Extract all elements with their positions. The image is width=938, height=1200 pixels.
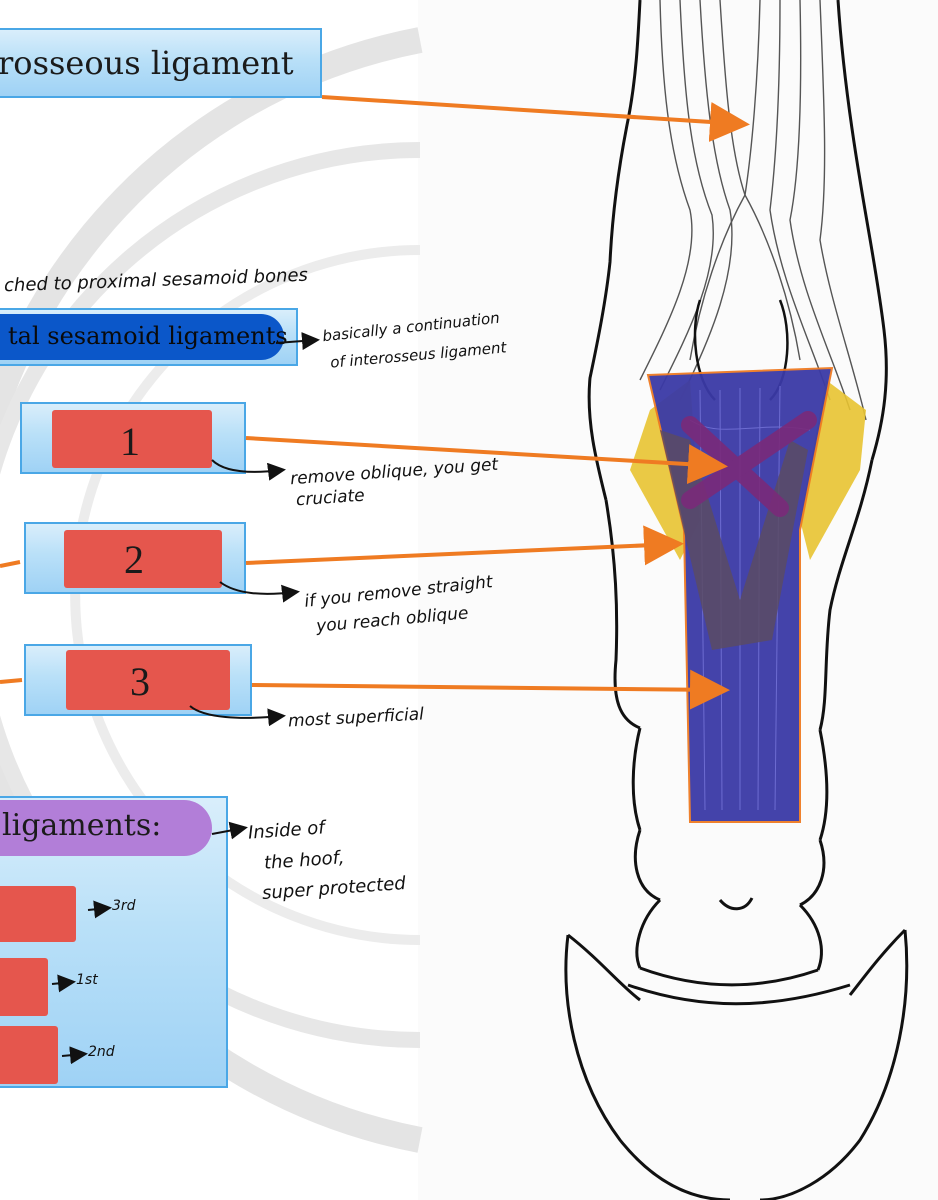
distal-sesamoid-label: tal sesamoid ligaments [8, 322, 288, 350]
interosseous-ligament-box: rosseous ligament [0, 28, 322, 98]
hand-arrow-order-2 [51, 974, 76, 993]
arrow-box-1 [245, 436, 728, 485]
arrow-box-3 [251, 669, 730, 710]
answer-cover-2 [64, 530, 222, 588]
box-number-3: 3 [130, 659, 150, 704]
bone-outline [587, 0, 888, 1006]
hoof-outline [564, 928, 909, 1200]
suspensory-ligament-fibers [639, 0, 867, 421]
answer-cover-1 [52, 410, 212, 468]
answer-cover-c [0, 1026, 58, 1084]
hand-arrow-continuation [275, 332, 320, 351]
impar-ligaments-box: ligaments: [0, 796, 228, 1088]
interosseous-label: rosseous ligament [0, 44, 294, 82]
hand-arrow-order-1 [87, 900, 112, 919]
hand-arrow-impar [211, 821, 248, 840]
hand-arrow-order-3 [61, 1046, 88, 1065]
order-mark-2: 1st [76, 972, 98, 988]
impar-pill [0, 800, 212, 856]
hand-arrow-box-3 [189, 705, 286, 727]
textbook-page-background [418, 0, 938, 1200]
box-number-1: 1 [120, 419, 140, 464]
answer-cover-a [0, 886, 76, 942]
hand-arrow-box-2 [219, 581, 300, 603]
numbered-box-3: 3 [24, 644, 252, 716]
arrow-box-2 [245, 525, 684, 566]
arrow-stub-2 [0, 560, 21, 568]
arrow-interosseous [321, 95, 750, 142]
distal-sesamoid-box: tal sesamoid ligaments [0, 308, 298, 366]
arrow-stub-3 [0, 678, 23, 684]
numbered-box-2: 2 [24, 522, 246, 594]
order-mark-3: 2nd [88, 1044, 115, 1060]
impar-label: ligaments: [2, 808, 162, 843]
distal-sesamoid-pill [0, 314, 284, 360]
box-number-2: 2 [124, 537, 144, 582]
answer-cover-b [0, 958, 48, 1016]
numbered-box-1: 1 [20, 402, 246, 474]
order-mark-1: 3rd [112, 898, 136, 914]
cruciate-ligament-highlight [681, 411, 817, 517]
hand-arrow-box-1 [211, 459, 286, 481]
answer-cover-3 [66, 650, 230, 710]
